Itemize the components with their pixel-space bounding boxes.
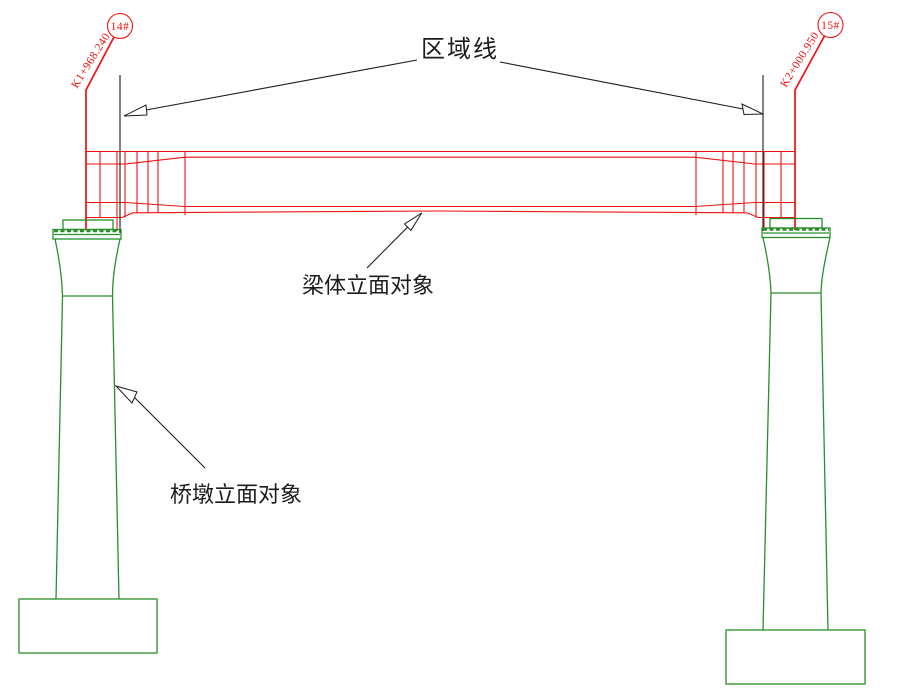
girder-bottom-inner-line — [86, 201, 795, 208]
pier-shaft-edge — [762, 292, 772, 631]
station-leader-line — [85, 36, 115, 230]
zone-line-label: 区域线 — [421, 36, 499, 63]
leader-line — [134, 397, 206, 469]
arrowhead-icon — [123, 104, 148, 117]
beam-elevation-label: 梁体立面对象 — [302, 273, 434, 298]
pier-cap — [761, 227, 831, 239]
leader-line — [366, 226, 409, 269]
arrowhead-icon — [741, 103, 764, 116]
pier-shaft-edge — [111, 295, 120, 600]
bearing-pad — [62, 219, 114, 231]
station-callout-left[interactable]: 14# K1+968.240 — [69, 12, 134, 231]
pier-elevation-object-left[interactable] — [18, 219, 158, 654]
pier-footing — [18, 598, 158, 654]
arrowhead-icon — [403, 212, 423, 232]
pier-flare-edge — [820, 237, 831, 294]
pier-flare-edge — [111, 238, 121, 297]
zone-line-annotation: 区域线 — [123, 36, 764, 117]
pier-number-bubble — [817, 11, 844, 39]
pier-cap — [52, 228, 122, 240]
bearing-pad — [769, 217, 823, 229]
beam-annotation: 梁体立面对象 — [302, 212, 434, 298]
leader-line — [145, 59, 418, 111]
station-callout-right[interactable]: 15# K2+000.950 — [778, 11, 844, 231]
arrowhead-icon — [114, 385, 138, 404]
pier-number-bubble — [106, 12, 134, 40]
pier-number-left: 14# — [111, 21, 130, 33]
pier-number-right: 15# — [821, 20, 840, 32]
pier-elevation-object-right[interactable] — [725, 217, 866, 685]
pier-flare-edge — [54, 238, 64, 297]
pier-flare-edge — [762, 237, 772, 294]
pier-annotation: 桥墩立面对象 — [114, 385, 302, 507]
girder-top-inner-line — [86, 156, 795, 165]
girder-bottom-line — [86, 210, 795, 219]
girder-elevation-object[interactable] — [86, 150, 795, 232]
pier-shaft-edge — [55, 295, 64, 600]
pier-shaft-edge — [820, 292, 829, 631]
leader-line — [499, 61, 744, 110]
station-leader-line — [794, 35, 826, 230]
pier-elevation-label: 桥墩立面对象 — [170, 482, 302, 507]
pier-footing — [725, 629, 866, 685]
